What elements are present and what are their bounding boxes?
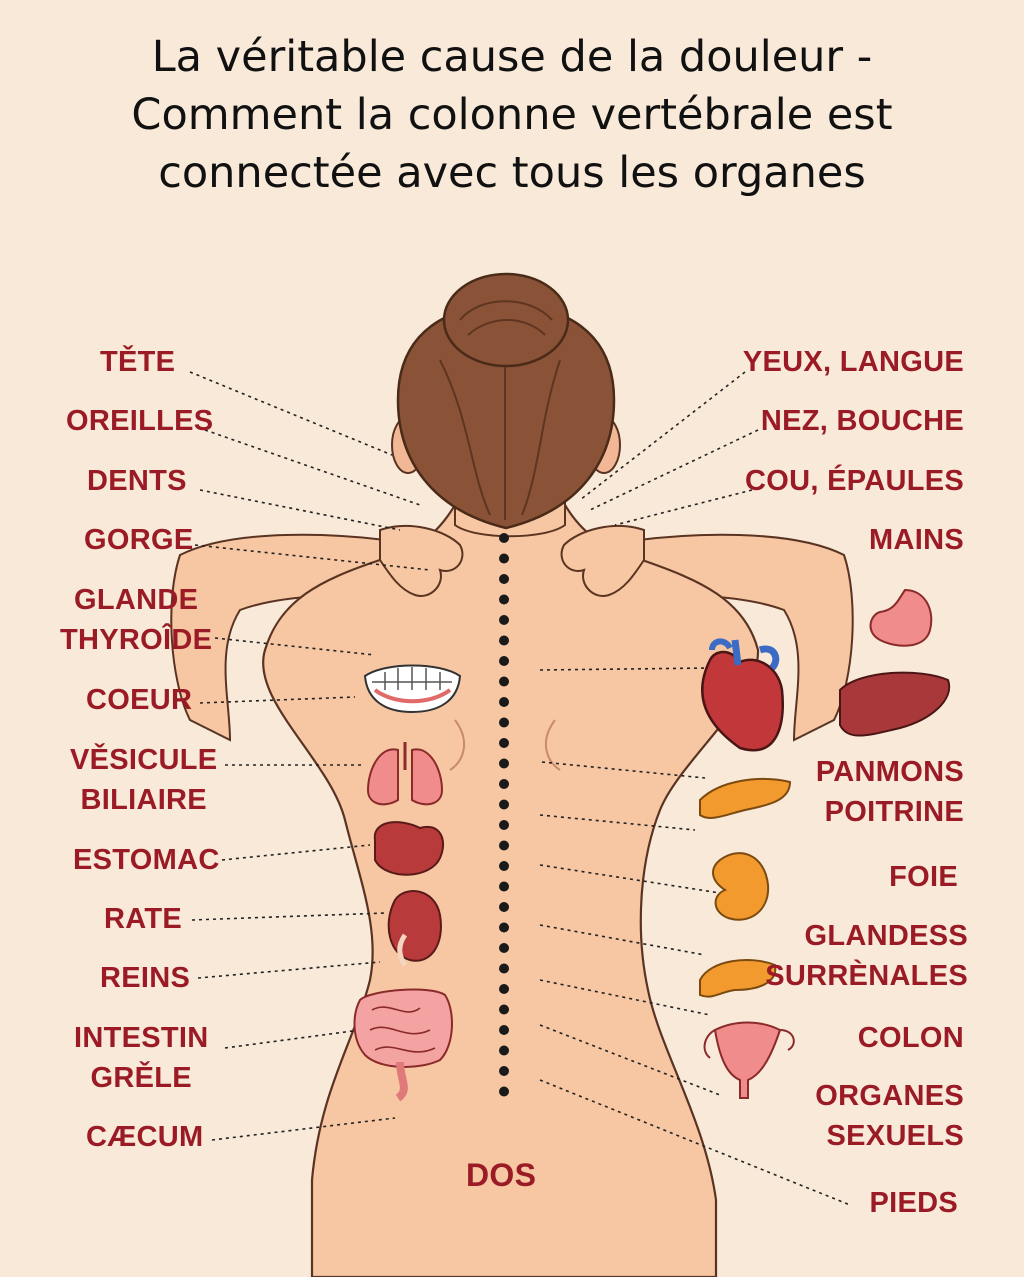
vertebra-dot [499,717,509,728]
title-line-3: connectée avec tous les organes [158,148,866,198]
vertebra-dot [499,861,509,871]
label-cou-epaules: COU, ÉPAULES [745,465,964,497]
stomach-organ [373,821,445,876]
teeth-organ [363,664,462,714]
label-coeur: COEUR [86,684,193,716]
vertebra-dot [499,1086,509,1097]
label-gorge: GORGE [84,524,194,556]
vertebra-dot [499,779,509,789]
spine [499,533,509,1097]
label-nez-bouche: NEZ, BOUCHE [760,405,964,437]
vertebra-dot [499,963,509,974]
vertebra-dot [499,533,509,543]
vertebra-dot [499,943,509,953]
vertebra-dot [499,656,509,666]
page-title: La véritable cause de la douleur - Comme… [0,28,1024,202]
label-foie: FOIE [889,861,958,893]
label-rate: RATE [104,903,182,935]
label-dos: DOS [466,1157,537,1193]
label-pieds: PIEDS [869,1187,958,1219]
vertebra-dot [499,1045,509,1056]
vertebra-dot [499,840,509,851]
vertebra-dot [499,799,509,810]
vertebra-dot [499,820,509,830]
kidney-organ [387,890,442,967]
vertebra-dot [499,697,509,707]
vertebra-dot [499,1004,509,1015]
vertebra-dot [499,676,509,687]
vertebra-dot [499,758,509,769]
vertebra-dot [499,738,509,748]
label-caecum: CÆCUM [86,1121,204,1153]
label-oreilles: OREILLES [66,405,214,437]
vertebra-dot [499,1025,509,1035]
liver-organ [839,671,951,737]
heart-organ [701,638,784,752]
vertebra-dot [499,922,509,933]
vertebra-dot [499,594,509,605]
label-estomac: ESTOMAC [73,844,220,876]
leader-lines [189,371,851,1206]
vertebra-dot [499,1066,509,1076]
label-mains: MAINS [869,524,964,556]
label-yeux-langue: YEUX, LANGUE [742,346,964,378]
vertebra-dot [499,902,509,912]
adrenal-organ [699,959,777,998]
title-line-2: Comment la colonne vertébrale est [131,90,893,140]
vertebra-dot [499,615,509,625]
stomach-right-organ [869,588,933,647]
vertebra-dot [499,984,509,994]
left-hand [379,524,464,597]
title-line-1: La véritable cause de la douleur - [151,32,873,82]
label-dents: DENTS [87,465,187,497]
vertebra-dot [499,574,509,584]
uterus-organ [703,1021,795,1099]
label-tete: TĚTE [100,346,176,378]
kidney-right-organ [712,852,770,921]
vertebra-dot [499,635,509,646]
label-reins: REINS [100,962,191,994]
label-colon: COLON [857,1022,964,1054]
intestine-organ [353,988,453,1102]
pancreas-organ [699,778,792,819]
vertebra-dot [499,553,509,564]
lungs-organ [366,742,444,806]
vertebra-dot [499,881,509,892]
right-hand [560,524,645,597]
